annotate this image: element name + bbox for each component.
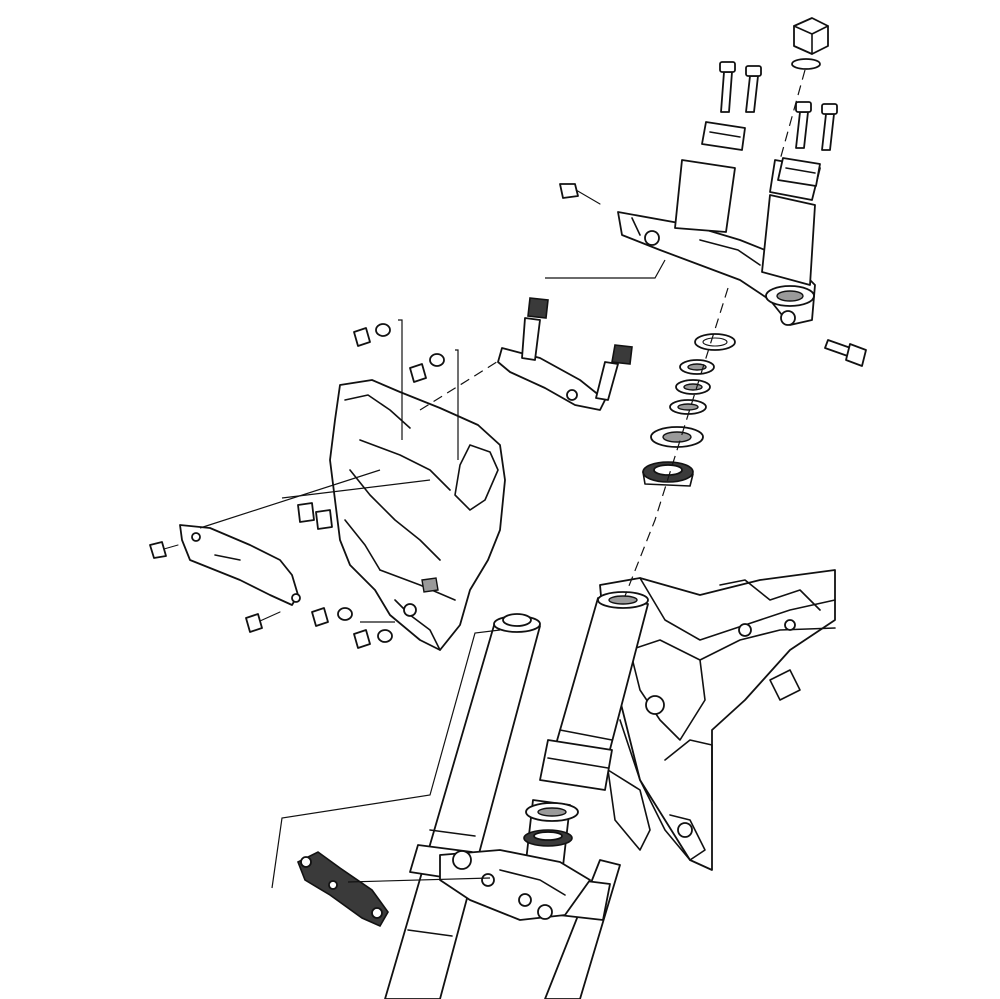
leader-lines-housing (199, 319, 501, 623)
leader-fork-brace-2 (347, 877, 491, 883)
lower-triple-clamp (439, 849, 591, 921)
headlight-fasteners (297, 502, 333, 530)
clamp-bolts (719, 61, 838, 151)
headlight-mount-plate (179, 524, 301, 606)
bearing-stack (642, 333, 736, 487)
leader-clamp (545, 259, 666, 279)
headlight-housing (329, 379, 506, 651)
fork-brace (296, 851, 389, 928)
mount-bolts (149, 323, 445, 649)
frame (599, 569, 836, 871)
centerline-stem (624, 287, 729, 597)
pinch-bolts (559, 183, 867, 367)
steering-stem (523, 799, 579, 876)
leader-fork-brace (271, 629, 501, 889)
steering-stem-nut (791, 17, 829, 70)
headlight-bracket (497, 297, 633, 411)
top-triple-clamp (617, 159, 821, 326)
handlebar-clamps (701, 121, 821, 187)
steering-head-tube (539, 591, 649, 791)
